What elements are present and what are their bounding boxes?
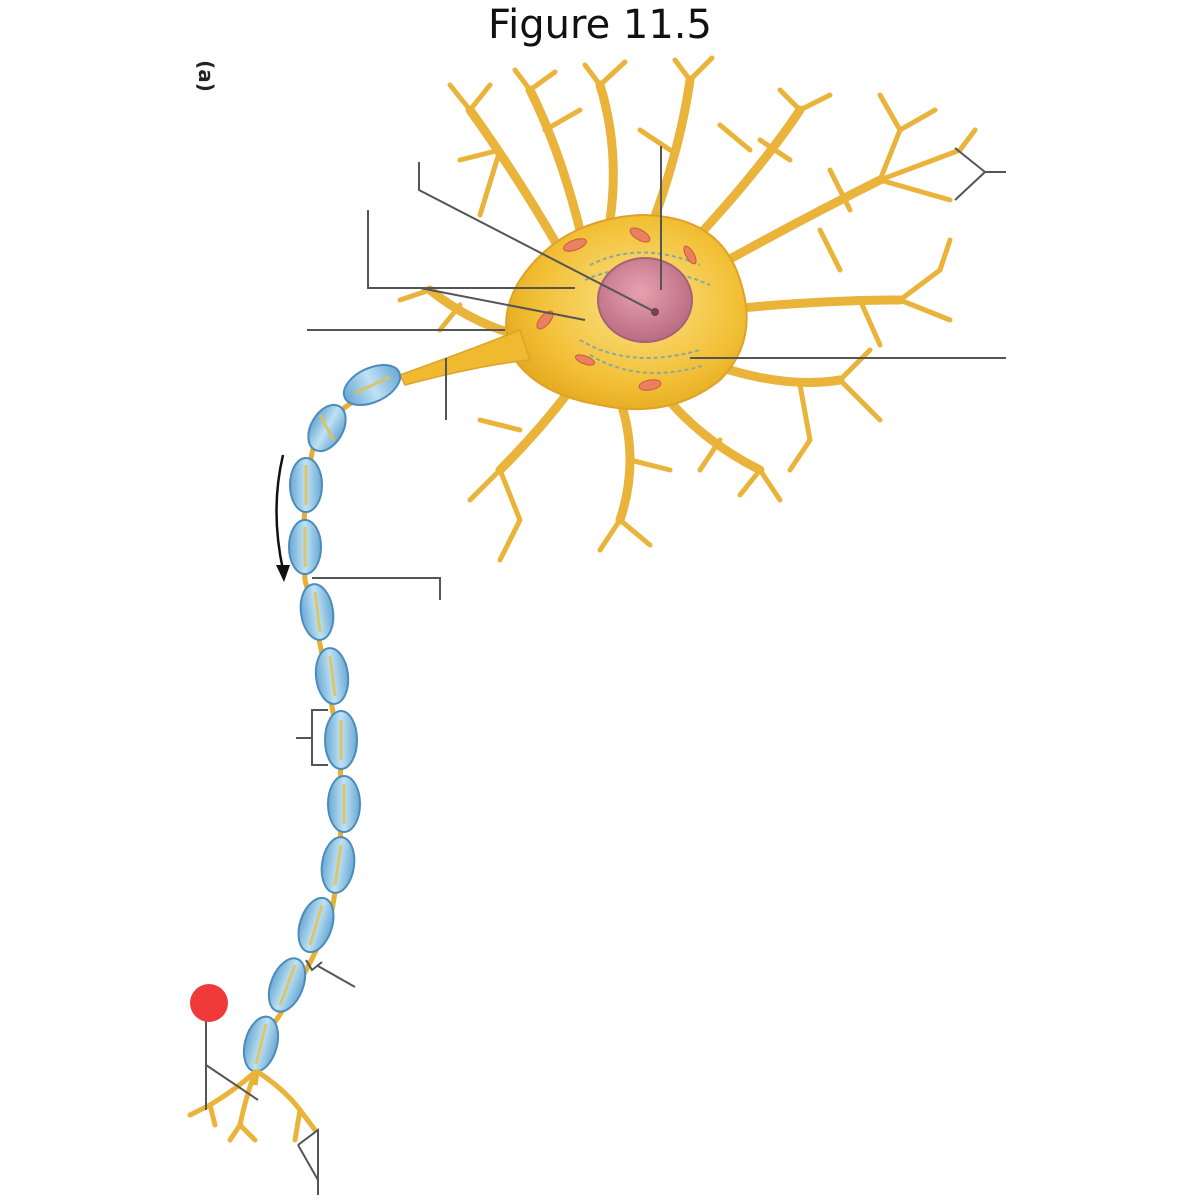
leader-line (297, 1144, 319, 1181)
mitochondria (536, 227, 697, 391)
nucleus (597, 257, 693, 343)
leader-line (317, 965, 356, 988)
dendrites-bracket (954, 147, 987, 201)
leader-line (312, 577, 441, 600)
leader-line (418, 162, 656, 313)
organelles (579, 251, 711, 374)
leader-line (297, 1128, 319, 1195)
myelin-sheath (242, 364, 402, 1073)
leader-line (367, 210, 575, 289)
myelin-highlights (254, 375, 391, 1065)
impulse-direction-arrow (275, 454, 290, 582)
leader-line (205, 1064, 259, 1101)
red-marker-dot[interactable] (190, 984, 228, 1022)
leader-line (419, 287, 586, 321)
leader-lines (205, 146, 1006, 1195)
axon-hillock (398, 329, 532, 386)
figure-title: Figure 11.5 (488, 2, 712, 48)
node-marker (305, 959, 323, 972)
axon-terminals (187, 1069, 318, 1143)
